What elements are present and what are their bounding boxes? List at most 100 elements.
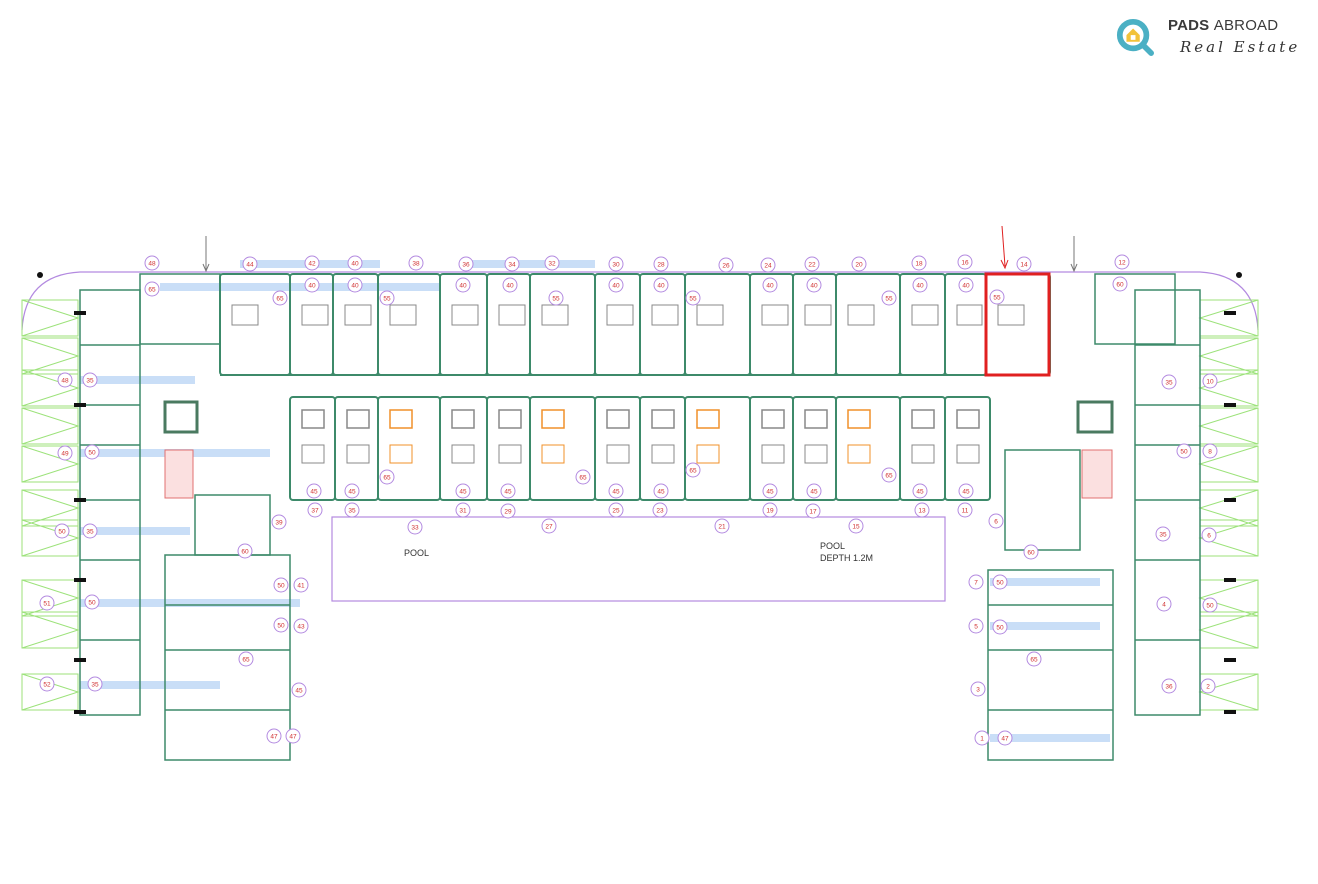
parking-bay	[1199, 611, 1259, 649]
bed-icon	[346, 409, 370, 429]
unit-label-circle	[653, 277, 669, 293]
unit-label-circle	[958, 483, 974, 499]
highlighted-unit-box[interactable]	[984, 272, 1051, 377]
plan-base	[21, 236, 1259, 761]
unit-label-right-wing: 6	[1207, 533, 1211, 540]
unit-label-circle	[57, 445, 73, 461]
unit-label-right-wing: 36	[1165, 684, 1173, 691]
unit-label-right-wing: 7	[974, 580, 978, 587]
unit-label-top-units: 30	[612, 262, 620, 269]
unit-label-lower-sizes: 45	[916, 489, 924, 496]
staircase	[164, 449, 194, 499]
unit-label-circle	[575, 469, 591, 485]
bed-icon	[301, 409, 325, 429]
unit-label-circle	[762, 483, 778, 499]
left-wing-block	[79, 289, 141, 716]
unit-label-lower-sizes: 45	[348, 489, 356, 496]
unit-label-left-wing: 51	[43, 601, 51, 608]
furniture-icon	[389, 444, 413, 464]
brand-light: ABROAD	[1213, 17, 1279, 34]
unit-label-circle	[718, 257, 734, 273]
bed-icon	[847, 409, 871, 429]
unit-label-top-sizes: 40	[612, 283, 620, 290]
bed-icon	[498, 409, 522, 429]
unit-label-circle	[881, 290, 897, 306]
unit-label-right-wing: 4	[1162, 602, 1166, 609]
furniture-icon	[956, 444, 980, 464]
bed-icon	[847, 304, 875, 326]
parking-bay	[21, 299, 79, 337]
unit-label-top-units: 16	[961, 260, 969, 267]
unit-label-left-wing: 49	[61, 451, 69, 458]
lift-shaft	[163, 400, 199, 434]
unit-label-top-sizes: 40	[962, 283, 970, 290]
unit-label-left-wing: 35	[91, 682, 99, 689]
unit-label-top-sizes: 55	[552, 296, 560, 303]
unit-label-circle	[957, 502, 973, 518]
furniture-icon	[498, 444, 522, 464]
unit-label-top-units: 24	[764, 263, 772, 270]
unit-label-lower-units: 25	[612, 508, 620, 515]
furniture-icon	[761, 444, 785, 464]
unit-label-circle	[914, 502, 930, 518]
parking-bay-marking	[21, 611, 80, 649]
unit-label-circle	[1202, 597, 1218, 613]
unit-label-circle	[652, 502, 668, 518]
structural-column	[1224, 710, 1236, 714]
structural-column	[74, 658, 86, 662]
unit-label-circle	[997, 730, 1013, 746]
furniture-highlight-bar	[400, 283, 440, 291]
unit-label-top-units: 22	[808, 262, 816, 269]
unit-label-circle	[992, 619, 1008, 635]
unit-label-circle	[458, 256, 474, 272]
furniture-highlight-bar	[80, 681, 220, 689]
unit-label-lower-units: 33	[411, 525, 419, 532]
unit-label-circle	[87, 676, 103, 692]
bed-icon	[389, 409, 413, 429]
unit-label-circle	[144, 281, 160, 297]
bed-icon	[696, 409, 720, 429]
unit-label-circle	[39, 595, 55, 611]
furniture-highlight-bar	[80, 376, 195, 384]
unit-label-lower-units: 13	[918, 508, 926, 515]
unit-label-circle	[653, 483, 669, 499]
unit-label-left-wing: 43	[297, 624, 305, 631]
parking-bay	[21, 489, 79, 527]
magnifier-house-icon	[1116, 18, 1154, 56]
lift-shaft	[1076, 400, 1114, 434]
left-service-room	[194, 494, 271, 556]
brand-name: PADS ABROAD	[1168, 17, 1278, 34]
unit-label-circle	[291, 682, 307, 698]
furniture-icon	[541, 444, 565, 464]
unit-label-circle	[84, 594, 100, 610]
unit-label-circle	[293, 577, 309, 593]
unit-label-circle	[82, 523, 98, 539]
parking-bay	[21, 407, 79, 445]
furniture-icon	[804, 444, 828, 464]
bed-icon	[956, 409, 980, 429]
furniture-highlight-bar	[990, 578, 1100, 586]
unit-label-circle	[685, 290, 701, 306]
unit-label-lower-sizes: 65	[579, 475, 587, 482]
structural-column	[1224, 658, 1236, 662]
unit-label-lower-units: 23	[656, 508, 664, 515]
unit-label-right-wing: 3	[976, 687, 980, 694]
bed-icon	[804, 409, 828, 429]
unit-label-top-sizes: 40	[810, 283, 818, 290]
unit-label-top-units: 44	[246, 262, 254, 269]
unit-label-top-units: 32	[548, 261, 556, 268]
unit-label-circle	[848, 518, 864, 534]
bed-icon	[696, 304, 724, 326]
bed-icon	[761, 409, 785, 429]
unit-label-top-sizes: 55	[689, 296, 697, 303]
unit-label-left-wing: 35	[86, 378, 94, 385]
unit-label-circle	[379, 290, 395, 306]
unit-label-top-units: 48	[148, 261, 156, 268]
unit-label-circle	[407, 519, 423, 535]
structural-column	[74, 710, 86, 714]
furniture-icon	[651, 444, 675, 464]
unit-label-circle	[144, 255, 160, 271]
unit-label-circle	[242, 256, 258, 272]
unit-label-left-wing: 65	[242, 657, 250, 664]
unit-label-circle	[608, 277, 624, 293]
